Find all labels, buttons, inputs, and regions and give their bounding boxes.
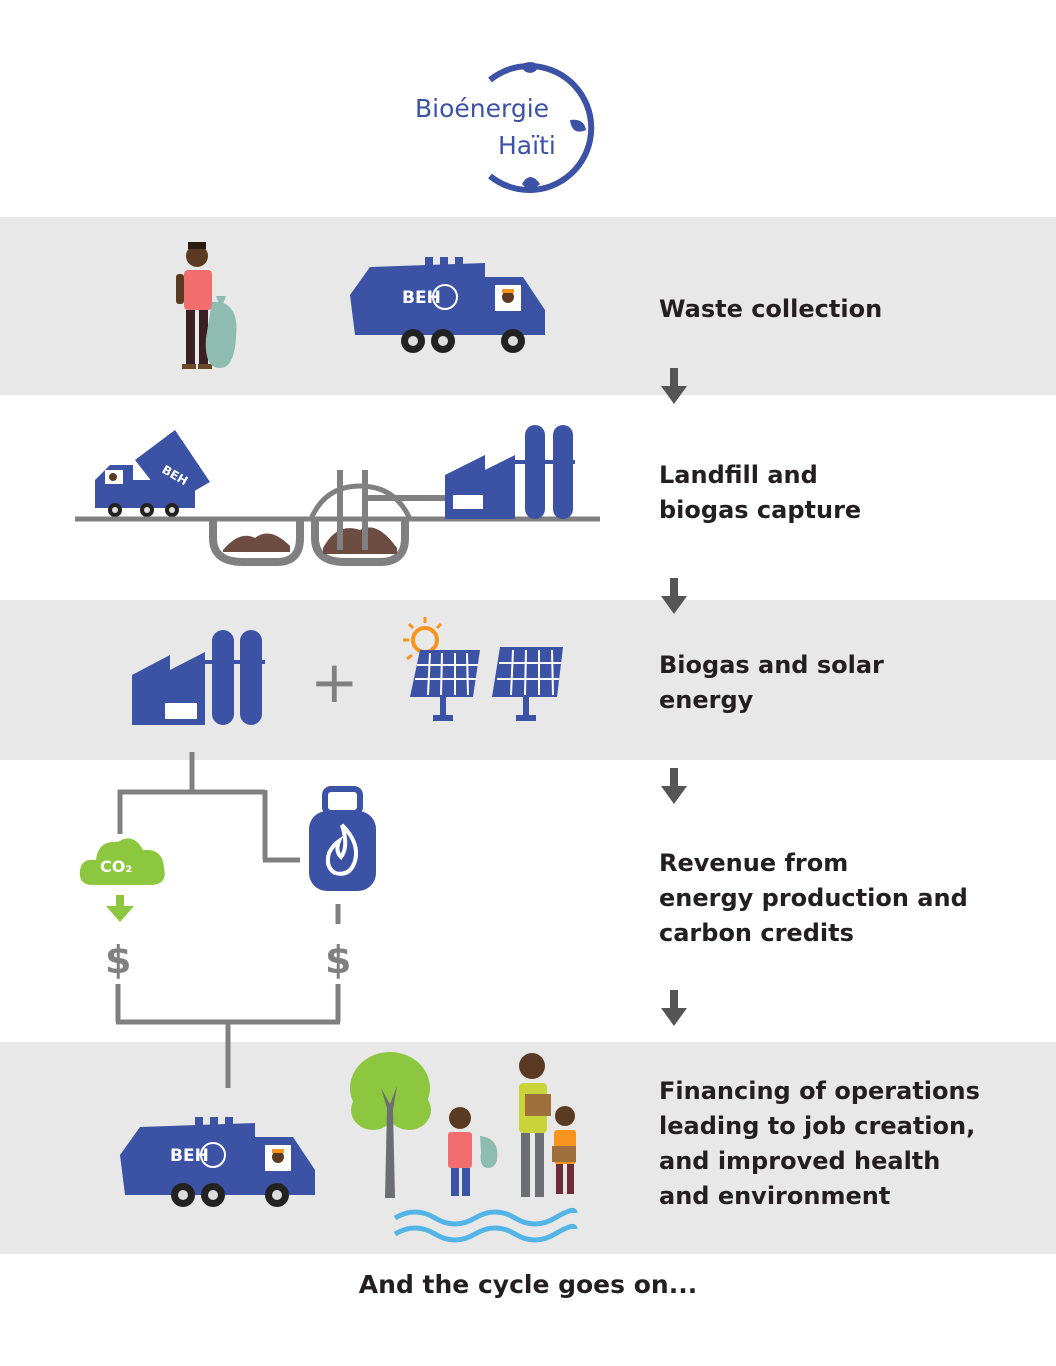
- plus-symbol: +: [310, 648, 359, 716]
- stage-label-revenue: Revenue from energy production and carbo…: [659, 849, 968, 947]
- revenue-connector-lines: [115, 752, 341, 1088]
- footer-cycle-text: And the cycle goes on...: [358, 1270, 698, 1299]
- stage-label-waste-collection: Waste collection: [659, 295, 883, 323]
- stage-label-biogas-solar: Biogas and solar energy: [659, 651, 884, 714]
- child-with-bag-icon: [448, 1107, 498, 1196]
- co2-label: CO₂: [100, 857, 132, 876]
- logo-line1: Bioénergie: [415, 94, 550, 123]
- truck-badge-3: BEH: [170, 1146, 209, 1166]
- tree-icon: [350, 1052, 431, 1198]
- gas-cylinder-icon: [309, 786, 376, 891]
- community-environment-illustration: [350, 1052, 578, 1243]
- logo-ring-icon: [488, 62, 595, 193]
- dollar-sign-carbon: $: [105, 938, 132, 982]
- person-with-bag-icon: [176, 242, 237, 369]
- landfill-biogas-illustration: BEH: [75, 425, 600, 566]
- solar-panels-icon: [403, 617, 563, 721]
- truck-badge-1: BEH: [402, 288, 441, 308]
- arrow-down-icon: [661, 578, 687, 614]
- garbage-truck-icon: BEH: [350, 257, 545, 353]
- stage-label-landfill: Landfill and biogas capture: [659, 461, 862, 524]
- dollar-sign-energy: $: [325, 938, 352, 982]
- woman-with-box-icon: [519, 1053, 551, 1197]
- dump-truck-icon: BEH: [95, 430, 210, 517]
- arrow-down-icon: [661, 368, 687, 404]
- water-waves-icon: [393, 1207, 578, 1243]
- child-with-box-icon: [552, 1106, 576, 1194]
- biogas-factory-icon: [132, 630, 265, 725]
- co2-cloud-icon: CO₂: [79, 838, 165, 922]
- arrow-down-icon: [661, 990, 687, 1026]
- arrow-down-icon: [661, 768, 687, 804]
- stage-label-financing: Financing of operations leading to job c…: [659, 1077, 980, 1210]
- garbage-truck-icon: BEH: [120, 1117, 315, 1207]
- logo-line2: Haïti: [498, 131, 556, 160]
